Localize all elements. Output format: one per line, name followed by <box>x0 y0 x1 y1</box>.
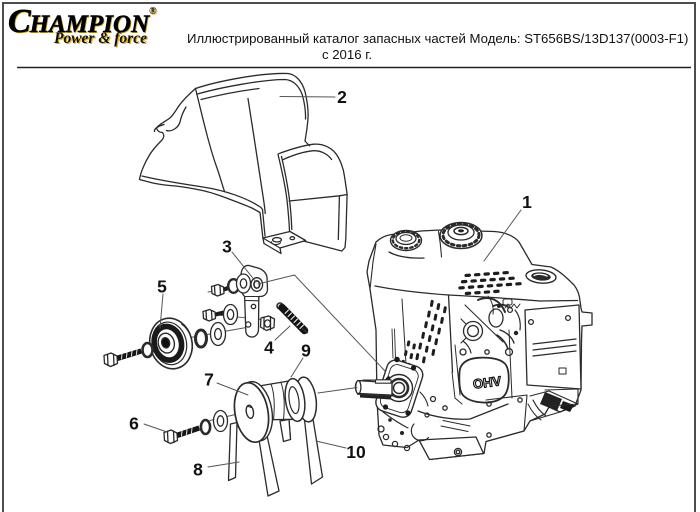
svg-text:6: 6 <box>129 414 139 434</box>
svg-text:5: 5 <box>157 277 167 297</box>
svg-text:1: 1 <box>522 192 532 212</box>
svg-text:3: 3 <box>222 237 232 257</box>
svg-text:9: 9 <box>301 341 311 361</box>
svg-text:7: 7 <box>204 370 214 390</box>
svg-text:4: 4 <box>264 338 274 358</box>
svg-text:8: 8 <box>193 460 203 480</box>
svg-text:2: 2 <box>337 87 347 107</box>
svg-text:OHV: OHV <box>472 373 502 391</box>
svg-text:10: 10 <box>346 442 366 462</box>
